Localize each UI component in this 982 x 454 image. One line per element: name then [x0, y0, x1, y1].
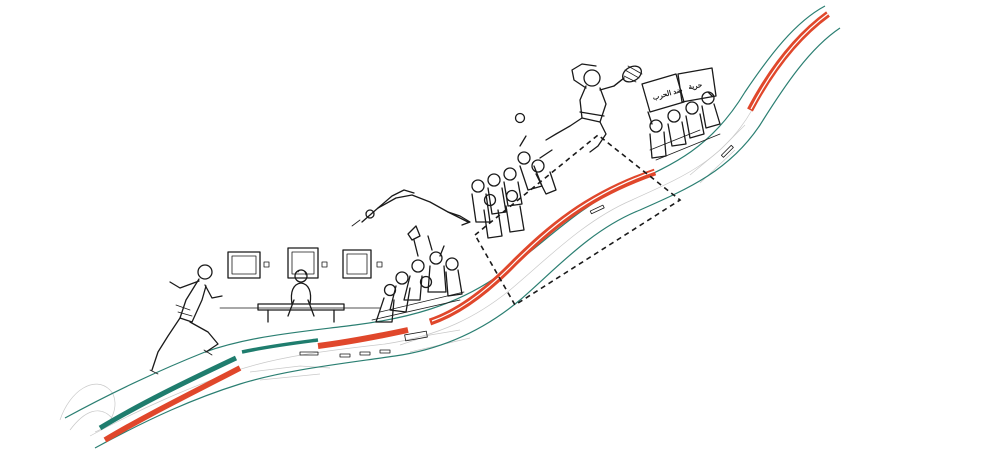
track-lane-divider [431, 170, 656, 322]
crowd-middle [471, 135, 557, 239]
ball-icon [514, 112, 526, 124]
focus-frame-dashed [473, 133, 682, 307]
picture-frame [342, 249, 383, 279]
red-track [103, 11, 830, 443]
track-markings [299, 144, 734, 358]
protest-sign-text-left: ضد الحرب [652, 86, 684, 102]
protest-sign: حرية [677, 67, 717, 103]
picture-frame [287, 247, 328, 279]
red-track-segment [103, 365, 242, 443]
protest-crowd: ضد الحرب حرية [641, 67, 721, 161]
protest-sign: ضد الحرب [641, 73, 685, 113]
tennis-player-figure [545, 63, 643, 153]
teal-segments [98, 338, 319, 431]
crowd-lower [371, 225, 465, 323]
site-context [59, 124, 746, 433]
sidewalk-line [89, 109, 753, 437]
diver-figure [351, 189, 471, 227]
track-lane-divider [750, 12, 830, 110]
gallery-frames [219, 247, 383, 309]
red-track-segment [317, 327, 409, 349]
teal-track-segment [241, 338, 319, 354]
teal-track-segment [98, 355, 238, 431]
runner-figure [149, 264, 223, 375]
corridor-edge-lower [94, 27, 841, 449]
bench-with-visitor [257, 269, 345, 323]
red-track-segment [747, 11, 830, 112]
picture-frame [227, 251, 270, 279]
protest-sign-text-right: حرية [688, 82, 703, 91]
red-track-segment [428, 168, 657, 326]
